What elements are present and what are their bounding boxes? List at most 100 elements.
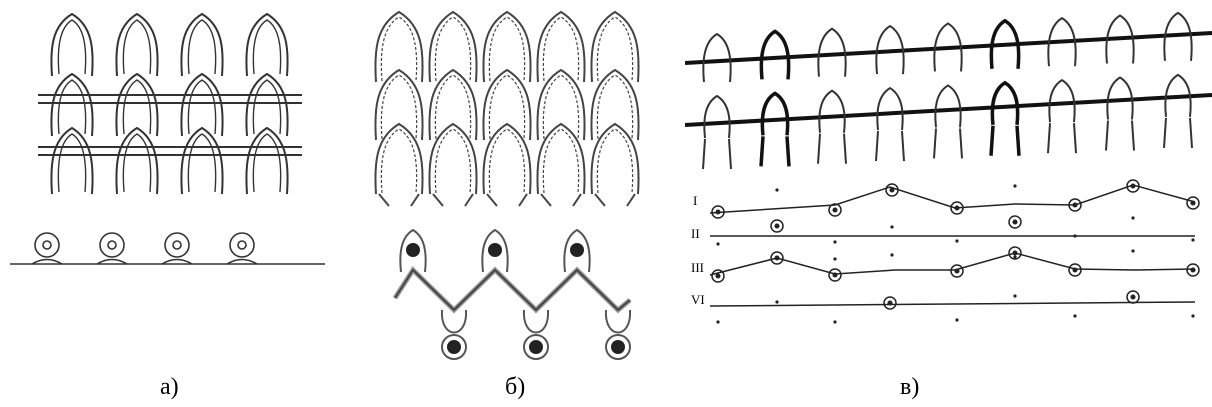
notation-c-line-1: [710, 185, 1195, 213]
knit-leg-c-5: [991, 126, 1019, 156]
knit-leg-c-1: [761, 136, 789, 166]
knit-loop-b-inner-0-3: [543, 17, 578, 81]
notation-c-dot-4: [890, 225, 893, 228]
notation-c-dot-17: [955, 318, 958, 321]
notation-c-circle-dot-10: [775, 256, 779, 260]
notation-c-circle-dot-2: [890, 188, 894, 192]
knit-loop-b-inner-2-4: [597, 129, 632, 193]
notation-c-dot-10: [890, 253, 893, 256]
caption-a: а): [160, 372, 179, 402]
panel-a: а): [0, 0, 340, 370]
notation-c-dot-6: [1073, 234, 1076, 237]
knit-leg-c-8: [1164, 118, 1192, 148]
knit-loop-a-2-3: [246, 128, 287, 194]
knit-loop-b-inner-0-4: [597, 17, 632, 81]
notation-c-circle-dot-14: [1073, 268, 1077, 272]
notation-a-circle-1: [100, 233, 124, 257]
knit-loop-a-inner-1-1: [123, 80, 150, 134]
knit-loop-b-inner-0-2: [489, 17, 524, 81]
knit-loop-b-2-3: [537, 124, 584, 194]
notation-c-dot-7: [1131, 216, 1134, 219]
chain-bottom-dot-0: [448, 341, 460, 353]
knit-loop-a-1-1: [116, 74, 157, 136]
knit-loop-a-0-2: [181, 14, 222, 76]
knit-loop-b-inner-0-0: [381, 17, 416, 81]
knit-loop-c-mid-5: [992, 83, 1017, 125]
knit-leg-b-3: [541, 194, 581, 206]
knit-loop-a-1-2: [181, 74, 222, 136]
knit-loop-a-inner-0-1: [123, 20, 150, 74]
knit-loop-c-top-0: [703, 34, 730, 82]
notation-c-circle-dot-3: [955, 206, 959, 210]
knit-loop-c-mid-4: [935, 85, 960, 127]
knit-loop-a-inner-2-2: [188, 134, 215, 192]
notation-c-dot-11: [1013, 255, 1016, 258]
chain-top-dot-0: [407, 244, 419, 256]
row-label-4: VI: [691, 292, 705, 308]
knit-loop-b-inner-2-1: [435, 129, 470, 193]
notation-a-dot-1: [108, 241, 116, 249]
panel-c-knit-structure: [685, 0, 1212, 370]
knit-leg-b-2: [487, 194, 527, 206]
knit-loop-a-inner-2-1: [123, 134, 150, 192]
knit-loop-b-inner-2-3: [543, 129, 578, 193]
knit-loop-b-inner-2-2: [489, 129, 524, 193]
notation-a-circle-3: [230, 233, 254, 257]
notation-a-circle-0: [35, 233, 59, 257]
notation-c-circle-dot-1: [833, 208, 837, 212]
row-label-2: II: [691, 226, 700, 242]
notation-c-circle-dot-5: [1073, 203, 1077, 207]
notation-c-circle-dot-4: [1013, 220, 1017, 224]
knit-loop-b-0-0: [375, 12, 422, 82]
notation-c-circle-dot-11: [833, 273, 837, 277]
knit-loop-c-mid-2: [819, 91, 844, 133]
knit-leg-c-4: [934, 128, 962, 158]
panel-a-knit-structure: [0, 0, 340, 370]
knit-leg-c-0: [703, 139, 731, 169]
chain-bottom-dot-2: [612, 341, 624, 353]
knit-leg-c-6: [1048, 123, 1076, 153]
knit-loop-a-0-1: [116, 14, 157, 76]
knit-loop-c-mid-1: [762, 93, 787, 135]
notation-a-circle-2: [165, 233, 189, 257]
row-label-3: III: [691, 260, 704, 276]
knit-loop-b-inner-1-2: [489, 75, 524, 139]
chain-bottom-loop-2: [606, 310, 630, 333]
knit-leg-c-2: [818, 134, 846, 164]
notation-c-dot-0: [775, 188, 778, 191]
panel-b: б): [355, 0, 675, 370]
notation-c-circle-dot-8: [775, 224, 779, 228]
notation-c-dot-12: [1131, 249, 1134, 252]
knit-loop-a-0-3: [246, 14, 287, 76]
notation-c-circle-dot-15: [1191, 268, 1195, 272]
knit-loop-b-inner-1-1: [435, 75, 470, 139]
notation-c-dot-15: [716, 320, 719, 323]
notation-c-dot-16: [833, 320, 836, 323]
knit-loop-b-2-0: [375, 124, 422, 194]
notation-a-dot-0: [43, 241, 51, 249]
knit-leg-b-1: [433, 194, 473, 206]
knit-loop-b-0-4: [591, 12, 638, 82]
knit-loop-b-inner-0-1: [435, 17, 470, 81]
notation-c-circle-dot-12: [955, 269, 959, 273]
notation-c-circle-dot-9: [716, 274, 720, 278]
knit-loop-a-inner-1-0: [58, 80, 85, 134]
knit-loop-b-2-4: [591, 124, 638, 194]
knit-loop-b-0-1: [429, 12, 476, 82]
notation-c-dot-13: [775, 300, 778, 303]
notation-c-circle-dot-0: [716, 210, 720, 214]
notation-c-dot-3: [833, 240, 836, 243]
knit-leg-b-4: [595, 194, 635, 206]
panel-c: I II III VI в): [685, 0, 1212, 370]
knit-loop-b-0-2: [483, 12, 530, 82]
knit-loop-a-inner-1-3: [253, 80, 280, 134]
knit-loop-a-2-1: [116, 128, 157, 194]
knit-loop-a-1-0: [51, 74, 92, 136]
notation-c-dot-9: [833, 257, 836, 260]
notation-c-dot-5: [955, 239, 958, 242]
knit-loop-b-2-1: [429, 124, 476, 194]
knit-loop-b-inner-1-4: [597, 75, 632, 139]
notation-c-dot-18: [1073, 314, 1076, 317]
knit-loop-a-1-3: [246, 74, 287, 136]
knit-loop-b-0-3: [537, 12, 584, 82]
